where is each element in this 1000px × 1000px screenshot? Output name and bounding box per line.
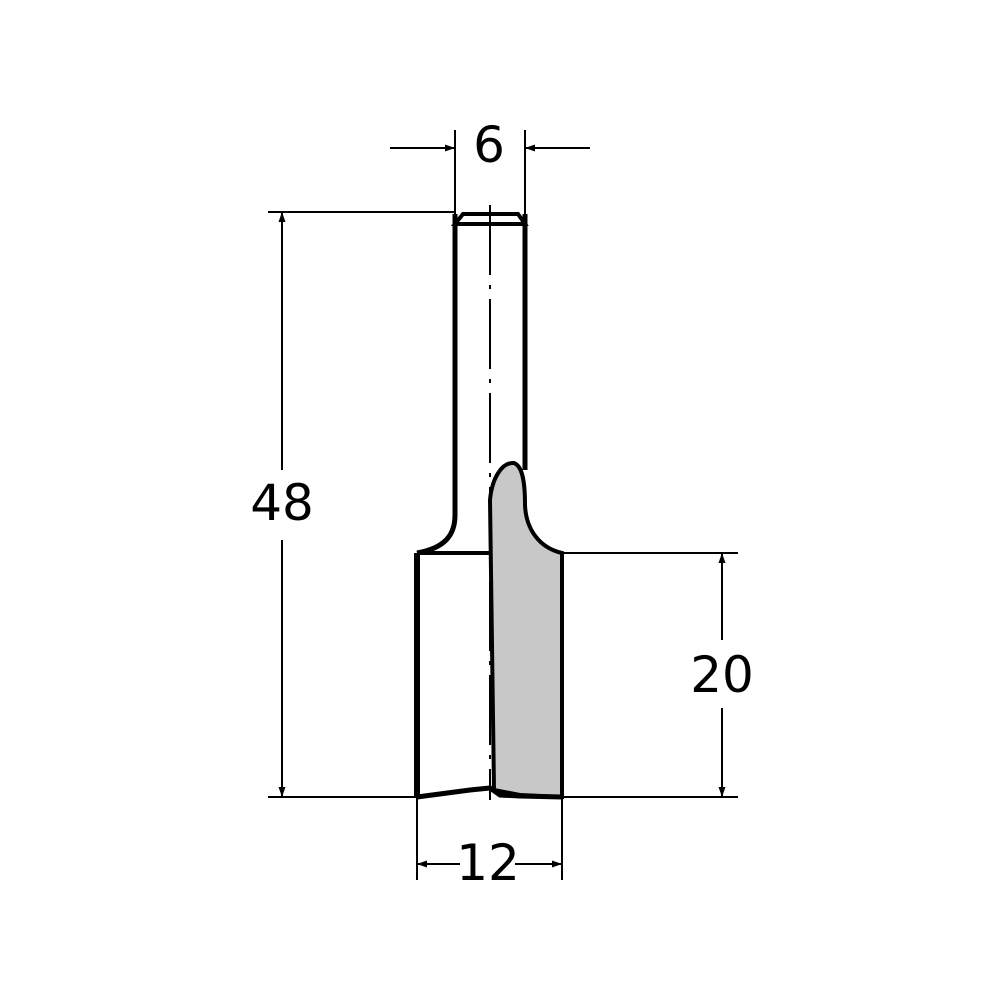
dimension-shank-diameter: 6 (390, 116, 590, 174)
dimension-label-20: 20 (690, 646, 754, 704)
cutting-edge-bottom (416, 785, 563, 800)
dimension-overall-length: 48 (250, 212, 314, 797)
dimension-label-12: 12 (456, 834, 520, 892)
dimension-cutting-length: 20 (690, 553, 754, 797)
shank-chamfer (450, 212, 529, 226)
cutter-flute (487, 461, 564, 800)
dimension-label-48: 48 (250, 474, 314, 532)
router-bit (414, 205, 564, 800)
dimension-label-6: 6 (473, 116, 505, 174)
shank-outline (416, 214, 458, 556)
dimension-cutting-diameter: 12 (417, 834, 562, 892)
